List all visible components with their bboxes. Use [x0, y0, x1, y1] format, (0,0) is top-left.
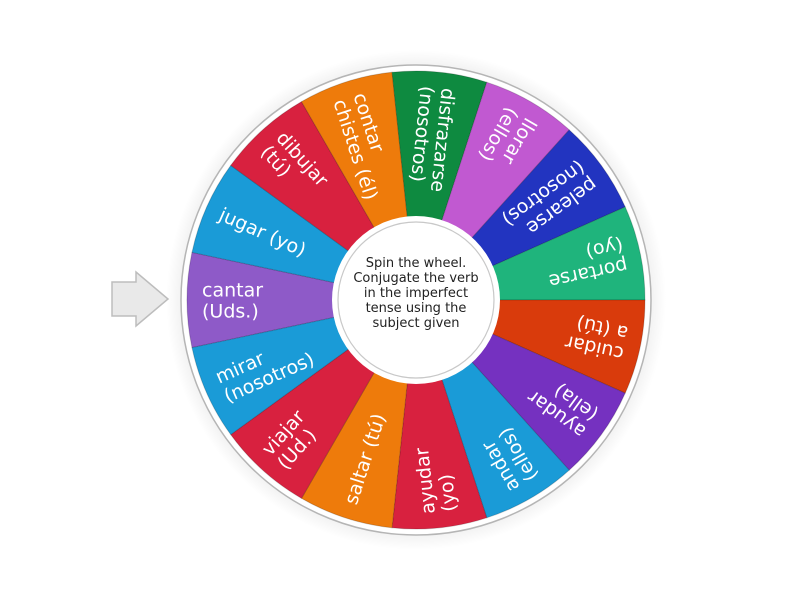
wheel-segment-label: cantar(Uds.) [202, 280, 263, 323]
instruction-line: tense using the [365, 301, 467, 316]
instruction-line: Spin the wheel. [365, 256, 467, 271]
wheel-segment-slice [186, 251, 417, 349]
wheel-segment: cantar(Uds.) [186, 251, 417, 349]
instruction-line: in the imperfect [363, 286, 469, 301]
instruction-line: subject given [372, 316, 460, 331]
pointer-arrow-icon [111, 270, 170, 328]
wheel-instructions: Spin the wheel. Conjugate the verb in th… [340, 256, 492, 331]
wheel-hub[interactable] [337, 221, 495, 379]
instruction-line: Conjugate the verb [353, 271, 479, 286]
